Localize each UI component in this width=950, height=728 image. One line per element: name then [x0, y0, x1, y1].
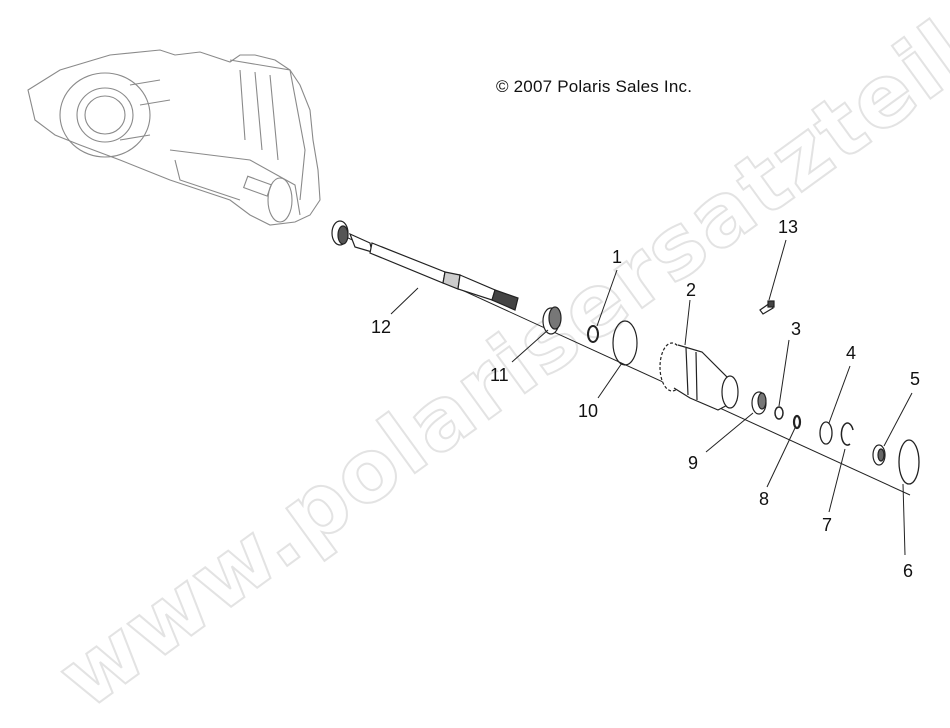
- callout-1: 1: [612, 247, 623, 267]
- callout-13: 13: [778, 217, 799, 237]
- callout-10: 10: [578, 401, 599, 421]
- callout-8: 8: [759, 489, 770, 509]
- exploded-parts-diagram: www.polarisersatzteile.de: [27, 0, 950, 728]
- part-8-ring: [792, 414, 802, 430]
- callout-9: 9: [688, 453, 699, 473]
- part-7-snap-ring: [840, 422, 854, 446]
- callout-5: 5: [910, 369, 921, 389]
- part-12-shaft: [331, 220, 519, 311]
- part-11-bearing: [542, 306, 562, 335]
- callout-6: 6: [903, 561, 914, 581]
- part-13-screw: [759, 300, 775, 315]
- callout-7: 7: [822, 515, 833, 535]
- part-10-o-ring: [612, 320, 638, 366]
- callout-11: 11: [490, 365, 509, 385]
- copyright-notice: © 2007 Polaris Sales Inc.: [496, 77, 693, 96]
- leader-lines: [390, 239, 913, 556]
- callout-3: 3: [791, 319, 802, 339]
- part-1-ring: [587, 325, 599, 343]
- part-3-ring: [774, 406, 784, 420]
- transmission-housing: [27, 49, 321, 226]
- part-4-ring: [819, 421, 833, 445]
- callout-4: 4: [846, 343, 857, 363]
- part-9-bearing: [751, 391, 767, 415]
- callout-12: 12: [371, 317, 392, 337]
- diagram-drawing: [27, 49, 920, 556]
- part-6-o-ring: [898, 439, 920, 485]
- callout-2: 2: [686, 280, 697, 300]
- part-5-bearing: [872, 444, 886, 466]
- part-2-gear-hub: [659, 342, 739, 411]
